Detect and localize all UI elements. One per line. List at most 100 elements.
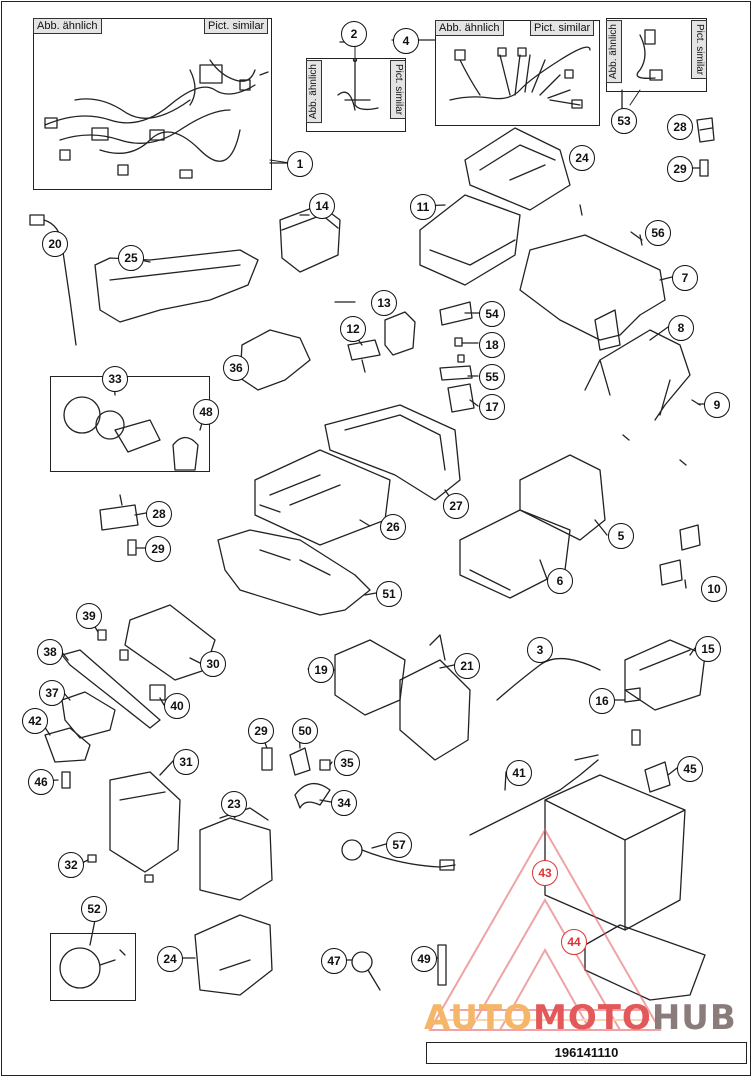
callout-38: 38 <box>37 639 63 665</box>
callout-20: 20 <box>42 231 68 257</box>
callout-28-top: 28 <box>667 114 693 140</box>
lock-48-drawing <box>172 436 199 471</box>
watermark-part-auto: AUTO <box>424 998 533 1038</box>
callout-24-top: 24 <box>569 145 595 171</box>
relay-37-drawing <box>61 691 116 739</box>
callout-12: 12 <box>340 316 366 342</box>
callout-54: 54 <box>479 301 505 327</box>
bracket-50-drawing <box>289 747 311 776</box>
callout-32: 32 <box>58 852 84 878</box>
callout-26: 26 <box>380 514 406 540</box>
callout-8: 8 <box>668 315 694 341</box>
lock-set-box <box>50 376 210 472</box>
screw-29-drawing <box>699 159 709 177</box>
callout-51: 51 <box>376 581 402 607</box>
callout-44: 44 <box>561 929 587 955</box>
wiring-harness-drawing <box>44 59 291 179</box>
horn-box <box>50 933 136 1001</box>
callout-29-low: 29 <box>248 718 274 744</box>
callout-31: 31 <box>173 749 199 775</box>
screw-46-drawing <box>61 771 71 789</box>
callout-21: 21 <box>454 653 480 679</box>
watermark-part-hub: HUB <box>651 998 737 1038</box>
ecu-11-drawing <box>419 194 521 286</box>
callout-19: 19 <box>308 657 334 683</box>
ecu-cover-24-bottom-drawing <box>194 914 273 996</box>
callout-14: 14 <box>309 193 335 219</box>
holder-51-drawing <box>217 529 371 616</box>
screw-29-low-drawing <box>261 747 273 771</box>
nuts-39-drawing <box>97 629 129 661</box>
callout-41: 41 <box>506 760 532 786</box>
screw-16-drawing <box>624 687 641 703</box>
battery-43-drawing <box>544 774 686 931</box>
callout-42: 42 <box>22 708 48 734</box>
callout-29-top: 29 <box>667 156 693 182</box>
callout-39: 39 <box>76 603 102 629</box>
relay-42-drawing <box>44 727 91 763</box>
watermark-part-moto: MOTO <box>532 998 652 1038</box>
ecu-26-drawing <box>254 449 391 546</box>
lock-cylinder-drawing <box>114 419 161 453</box>
callout-50: 50 <box>292 718 318 744</box>
screw-29-mid-drawing <box>127 539 137 556</box>
relay-28-drawing <box>696 117 715 143</box>
screws-32-drawing <box>87 854 154 883</box>
callout-24-bottom: 24 <box>157 946 183 972</box>
wiring-harness-box <box>33 18 272 190</box>
bracket-8-drawing <box>584 329 691 421</box>
cover-27-drawing <box>324 404 461 501</box>
callout-57: 57 <box>386 832 412 858</box>
callout-15: 15 <box>695 636 721 662</box>
callout-30: 30 <box>200 651 226 677</box>
horn-52-drawing <box>59 947 101 989</box>
pict-similar-tag-2: Pict. similar <box>390 60 406 120</box>
tie-47-drawing <box>351 951 373 973</box>
callout-37: 37 <box>39 680 65 706</box>
callout-47: 47 <box>321 948 347 974</box>
cable-2-drawing <box>337 41 379 111</box>
ecu-23-drawing <box>199 807 273 901</box>
callout-7: 7 <box>672 265 698 291</box>
callout-43: 43 <box>532 860 558 886</box>
abb-ahnlich-tag-4: Abb. ähnlich <box>435 20 504 36</box>
screw-35-drawing <box>319 759 331 771</box>
callout-11: 11 <box>410 194 436 220</box>
grommet-40-drawing <box>149 684 166 701</box>
relay-28-mid-drawing <box>99 494 139 531</box>
holder-21-drawing <box>399 634 471 761</box>
callout-2: 2 <box>341 21 367 47</box>
caps-10-drawing <box>659 524 701 586</box>
screws-56-drawing <box>579 204 643 246</box>
callout-1: 1 <box>287 151 313 177</box>
callout-49: 49 <box>411 946 437 972</box>
callout-34: 34 <box>331 790 357 816</box>
callout-25: 25 <box>118 245 144 271</box>
callout-3: 3 <box>527 637 553 663</box>
sensor-57-drawing <box>341 839 363 861</box>
callout-28-mid: 28 <box>146 501 172 527</box>
watermark-text: AUTOMOTOHUB <box>424 998 737 1038</box>
callout-53: 53 <box>611 108 637 134</box>
callout-46: 46 <box>28 769 54 795</box>
module-19-drawing <box>334 639 406 716</box>
lock-ring-drawing <box>63 396 101 434</box>
callout-27: 27 <box>443 493 469 519</box>
seal-36-drawing <box>239 329 311 391</box>
cable-3-drawing <box>496 657 601 701</box>
pict-similar-tag-4: Pict. similar <box>530 20 595 36</box>
callout-23: 23 <box>221 791 247 817</box>
callout-45: 45 <box>677 756 703 782</box>
callout-16: 16 <box>589 688 615 714</box>
abb-ahnlich-tag: Abb. ähnlich <box>33 18 102 34</box>
callout-6: 6 <box>547 568 573 594</box>
bracket-31-drawing <box>109 771 181 873</box>
callout-17: 17 <box>479 394 505 420</box>
callout-36: 36 <box>223 355 249 381</box>
relay-13-drawing <box>384 311 416 356</box>
terminal-45-drawing <box>644 761 671 793</box>
fuse-18-drawing <box>454 337 465 363</box>
relay-17-drawing <box>447 383 475 413</box>
